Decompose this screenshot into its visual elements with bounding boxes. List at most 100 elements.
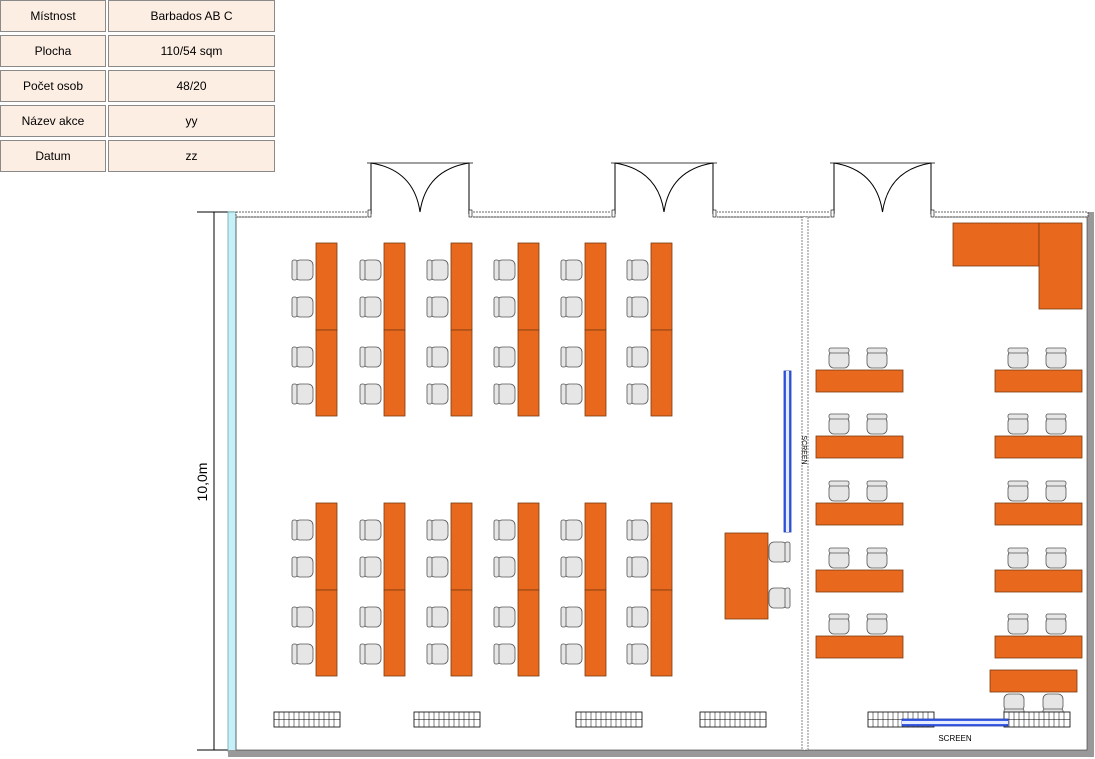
chair-back <box>493 556 500 578</box>
door-swing <box>663 162 714 213</box>
chair <box>560 259 583 281</box>
chair-back <box>560 346 567 368</box>
chair <box>1003 693 1025 715</box>
chair-seat <box>429 556 449 578</box>
chair-back <box>359 296 366 318</box>
chair <box>626 296 649 318</box>
double-door <box>367 162 473 218</box>
chair-back <box>291 296 298 318</box>
chair-back <box>1007 480 1029 487</box>
chair-seat <box>362 519 382 541</box>
chair-seat <box>1007 416 1029 435</box>
info-label: Název akce <box>0 105 106 137</box>
chair-back <box>626 259 633 281</box>
table <box>994 569 1083 593</box>
chair-back <box>560 606 567 628</box>
radiator <box>273 711 341 728</box>
chair-seat <box>629 556 649 578</box>
chair-seat <box>429 606 449 628</box>
chair <box>560 346 583 368</box>
table <box>650 589 673 677</box>
table <box>517 242 540 331</box>
chair-seat <box>828 616 850 635</box>
chair <box>626 346 649 368</box>
chair-seat <box>429 346 449 368</box>
table <box>517 502 540 591</box>
chair-back <box>493 643 500 665</box>
chair <box>493 383 516 405</box>
chair <box>426 606 449 628</box>
chair <box>359 296 382 318</box>
room-dimension-label: 10,0m <box>194 463 210 502</box>
chair <box>560 296 583 318</box>
chair-back <box>1045 480 1067 487</box>
chair-seat <box>828 483 850 502</box>
door-jamb <box>468 209 473 218</box>
info-value: 110/54 sqm <box>108 35 275 67</box>
chair-back <box>291 606 298 628</box>
chair-seat <box>1007 483 1029 502</box>
table <box>994 369 1083 393</box>
chair-back <box>1007 347 1029 354</box>
chair <box>493 606 516 628</box>
chair-seat <box>1007 616 1029 635</box>
chair <box>1007 480 1029 502</box>
chair <box>493 556 516 578</box>
chair-seat <box>563 519 583 541</box>
chair-back <box>626 556 633 578</box>
door-swing <box>370 162 421 213</box>
chair <box>1007 347 1029 369</box>
furniture <box>273 222 1083 728</box>
chair-back <box>426 519 433 541</box>
screen-vertical-highlight <box>786 371 789 532</box>
chair-back <box>493 606 500 628</box>
window-wall-left <box>227 211 237 753</box>
chair-seat <box>828 416 850 435</box>
chair <box>291 346 314 368</box>
chair-seat <box>1045 550 1067 569</box>
chair-back <box>426 643 433 665</box>
chair-back <box>426 606 433 628</box>
chair-seat <box>429 643 449 665</box>
chair-back <box>493 296 500 318</box>
chair-back <box>359 556 366 578</box>
info-label: Datum <box>0 140 106 172</box>
table <box>815 435 904 459</box>
chair-back <box>828 480 850 487</box>
chair-seat <box>496 519 516 541</box>
chair <box>828 413 850 435</box>
table <box>315 502 338 591</box>
chair <box>426 643 449 665</box>
chair-seat <box>866 550 888 569</box>
table <box>383 502 406 591</box>
chair <box>493 519 516 541</box>
chair <box>291 556 314 578</box>
chair-seat <box>294 346 314 368</box>
chair-seat <box>429 383 449 405</box>
chair <box>1045 547 1067 569</box>
chair-back <box>866 413 888 420</box>
chair-back <box>426 383 433 405</box>
chair-seat <box>866 616 888 635</box>
chair <box>828 480 850 502</box>
chair-back <box>560 259 567 281</box>
chair-seat <box>563 296 583 318</box>
chair-back <box>1045 413 1067 420</box>
chair-back <box>626 519 633 541</box>
chair <box>560 556 583 578</box>
table <box>450 329 473 417</box>
chair-back <box>626 643 633 665</box>
chair-seat <box>362 556 382 578</box>
chair-seat <box>563 556 583 578</box>
chair-back <box>291 556 298 578</box>
chair-back <box>291 643 298 665</box>
chair-seat <box>563 383 583 405</box>
door-jamb <box>611 209 616 218</box>
chair <box>1007 613 1029 635</box>
table <box>584 242 607 331</box>
chair <box>828 613 850 635</box>
chair-back <box>626 383 633 405</box>
chair <box>493 259 516 281</box>
chair-seat <box>828 350 850 369</box>
chair-seat <box>294 643 314 665</box>
